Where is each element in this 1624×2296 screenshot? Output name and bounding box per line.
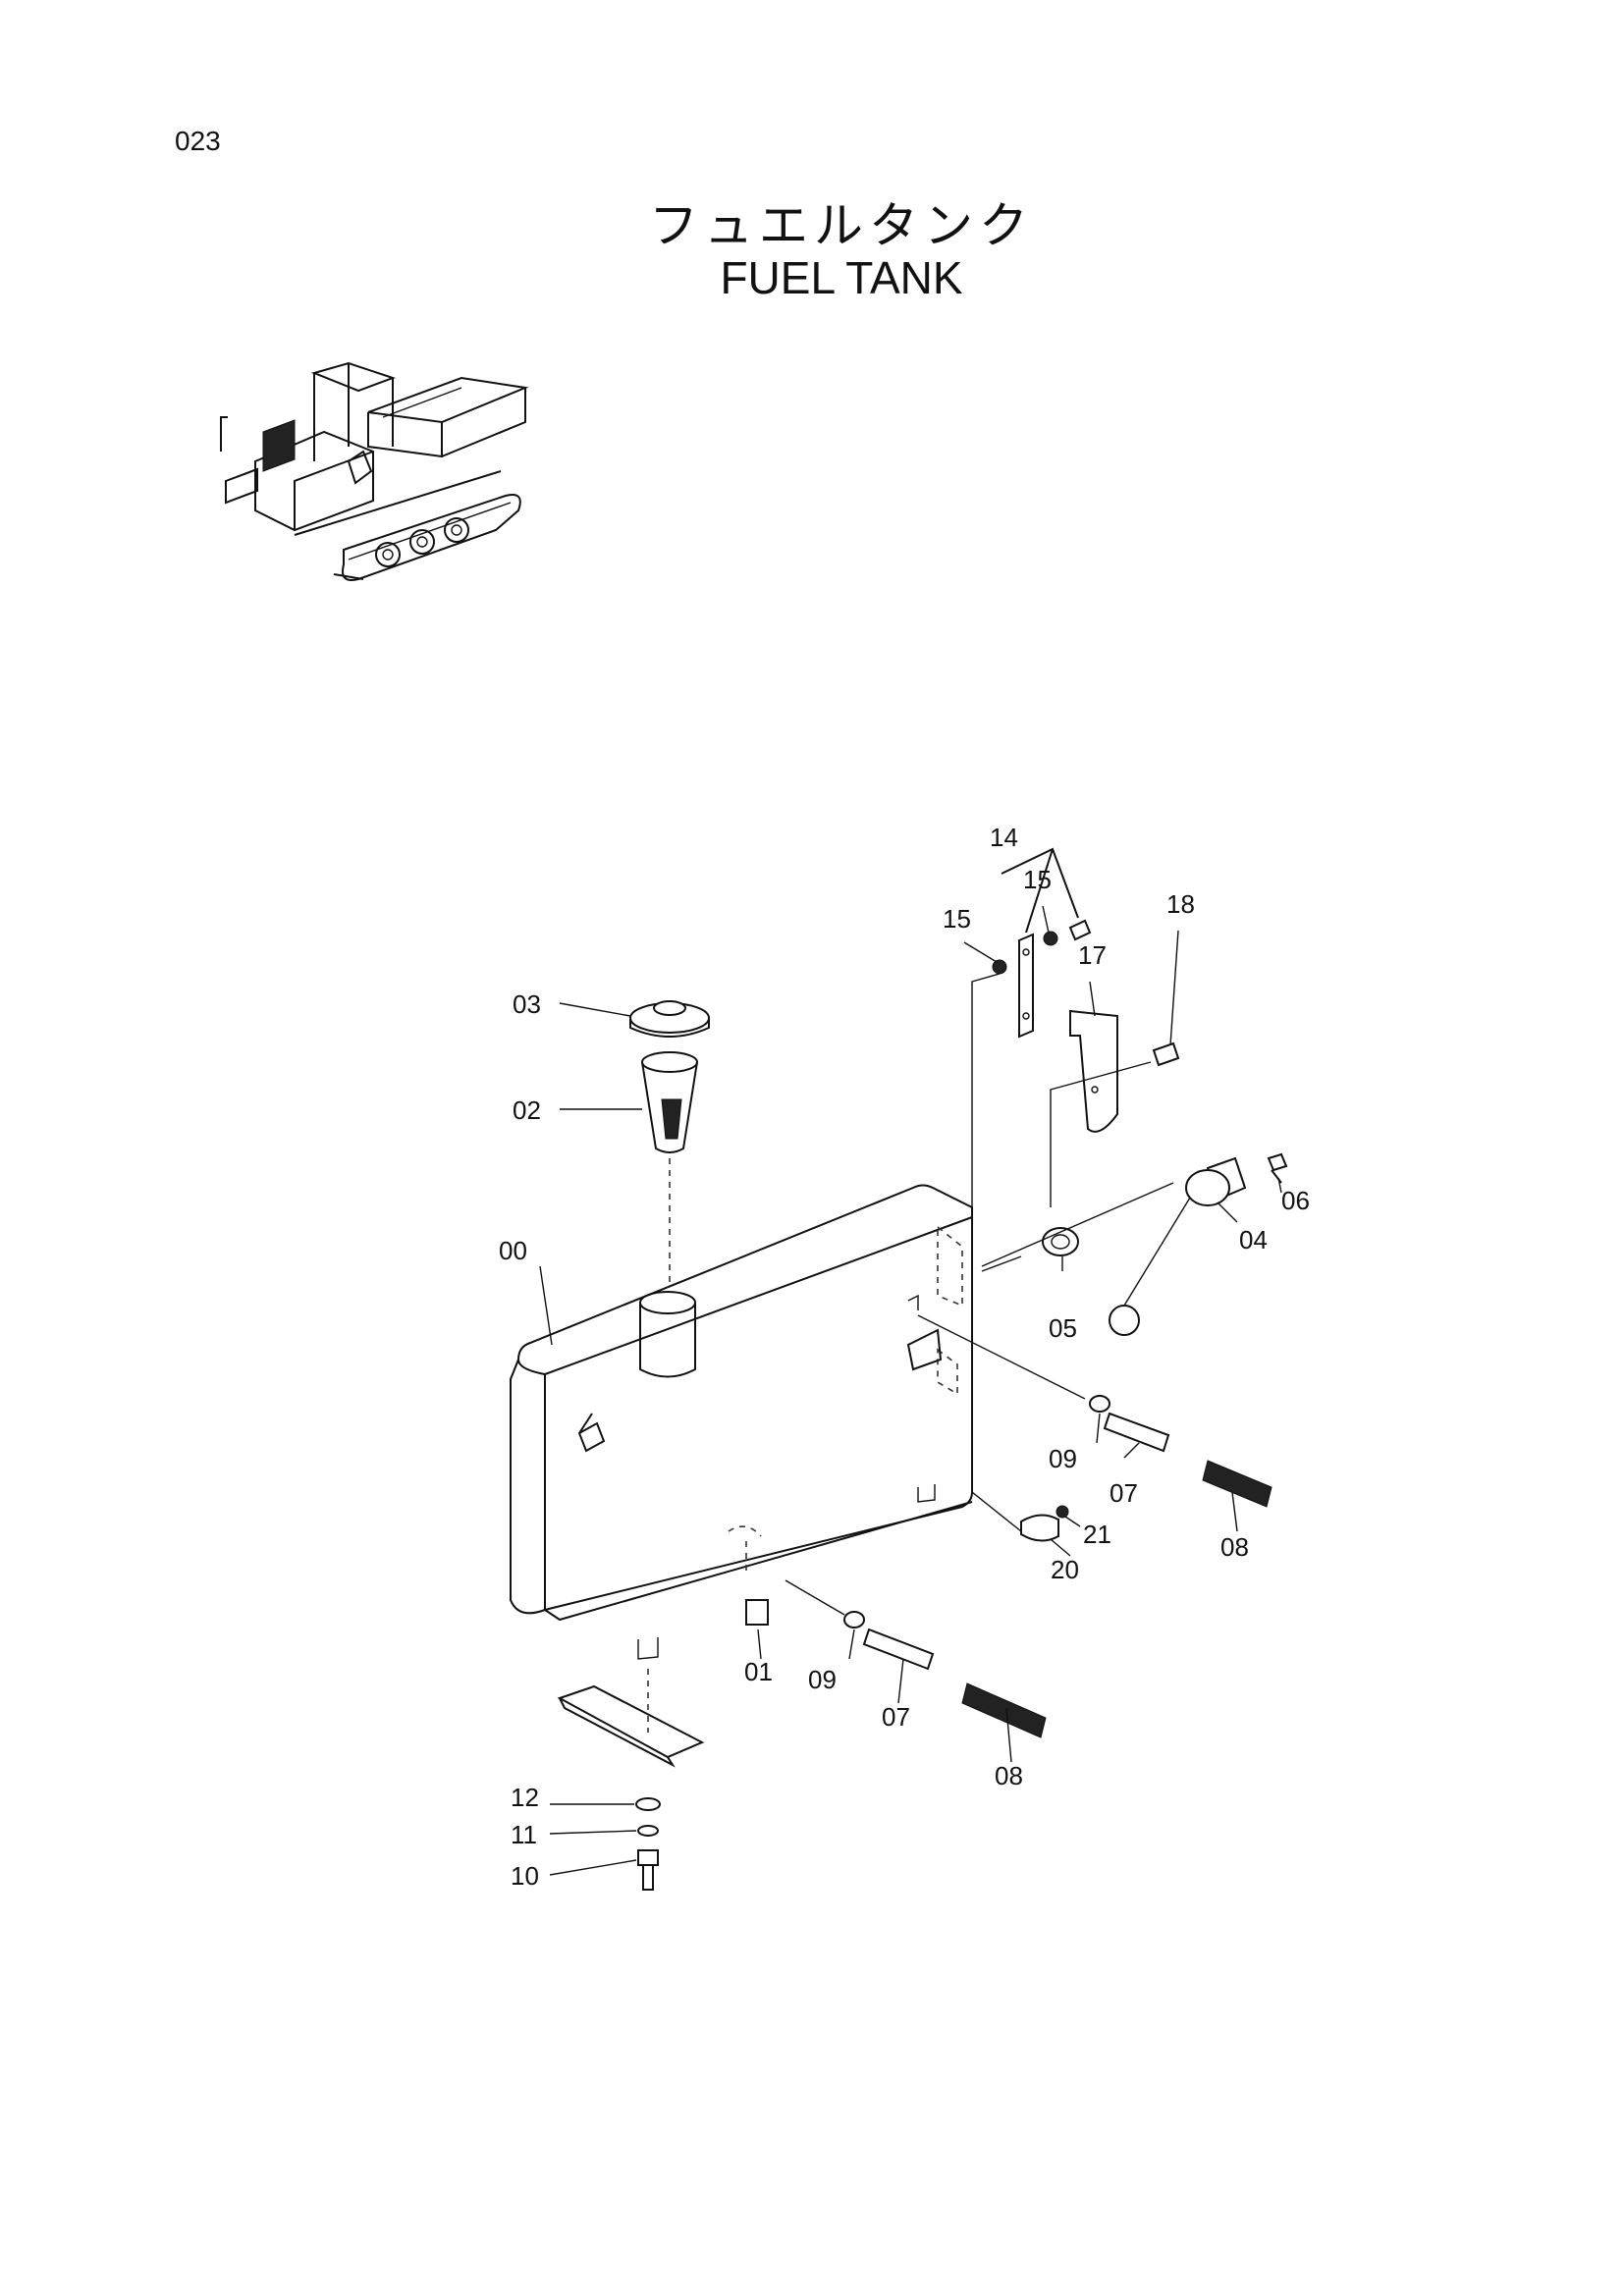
stay-bolt	[1068, 919, 1092, 941]
gauge-unit-04	[1109, 1156, 1247, 1336]
plate-17	[1069, 1009, 1118, 1133]
vehicle-thumbnail	[220, 361, 529, 581]
callout-03: 03	[513, 989, 541, 1019]
callout-18: 18	[1166, 889, 1195, 919]
gauge-axis-line	[981, 1182, 1174, 1267]
pipe-07a	[1103, 1412, 1170, 1453]
callout-00: 00	[499, 1236, 527, 1265]
bolt-10	[637, 1849, 659, 1891]
hose-08b	[961, 1682, 1047, 1738]
callout-leaders	[539, 905, 1282, 1876]
callout-09-lower: 09	[808, 1665, 837, 1694]
callout-05: 05	[1049, 1313, 1077, 1343]
clamp-09a	[1089, 1395, 1110, 1413]
strainer-02	[641, 1051, 698, 1153]
callout-14: 14	[990, 823, 1018, 852]
fuel-tank-00	[510, 1184, 973, 1660]
bolt-06	[1267, 1152, 1288, 1184]
callout-12: 12	[511, 1783, 539, 1812]
hose-08a	[1202, 1460, 1272, 1508]
nut-15a	[992, 959, 1007, 975]
title-japanese: フュエルタンク	[649, 197, 1034, 254]
callout-labels: 00 01 02 03 04 05 06 07 07 08 08 09 09 1…	[499, 823, 1310, 1891]
callout-08-right: 08	[1220, 1532, 1249, 1562]
lower-hose-axis	[785, 1579, 845, 1616]
right-hose-axis	[917, 1314, 1086, 1400]
drain-plug-01	[745, 1599, 769, 1626]
callout-21: 21	[1083, 1520, 1111, 1549]
callout-15-right: 15	[1023, 865, 1052, 894]
bolt-18	[1152, 1041, 1180, 1067]
gasket-05	[1042, 1227, 1079, 1256]
clamp-20	[1020, 1514, 1059, 1542]
washer-11	[637, 1825, 659, 1837]
callout-07-lower: 07	[882, 1702, 910, 1732]
callout-20: 20	[1051, 1555, 1079, 1584]
callout-09-right: 09	[1049, 1444, 1077, 1473]
callout-17: 17	[1078, 940, 1107, 970]
stay-leader	[971, 973, 1001, 1207]
title-english: FUEL TANK	[720, 252, 963, 303]
callout-08-lower: 08	[995, 1761, 1023, 1790]
callout-15-left: 15	[943, 904, 971, 934]
bolt-21	[1056, 1505, 1069, 1519]
callout-10: 10	[511, 1861, 539, 1891]
pipe-07b	[862, 1628, 935, 1671]
callout-01: 01	[744, 1657, 773, 1686]
page-number: 023	[175, 126, 221, 156]
nut-15b	[1043, 931, 1058, 946]
callout-04: 04	[1239, 1225, 1268, 1255]
clamp-09b	[843, 1611, 865, 1629]
washer-12	[635, 1797, 661, 1811]
callout-11: 11	[511, 1820, 537, 1849]
filler-cap-03	[629, 1000, 710, 1038]
callout-06: 06	[1281, 1186, 1310, 1215]
gasket-axis-line	[981, 1255, 1022, 1272]
callout-07-right: 07	[1110, 1478, 1138, 1508]
plate-leader	[1050, 1061, 1152, 1207]
clamp-leader	[971, 1491, 1022, 1532]
stay-14	[1018, 933, 1034, 1039]
callout-02: 02	[513, 1095, 541, 1125]
under-bracket	[557, 1684, 705, 1768]
bracket-14-leader-b	[1025, 848, 1054, 934]
